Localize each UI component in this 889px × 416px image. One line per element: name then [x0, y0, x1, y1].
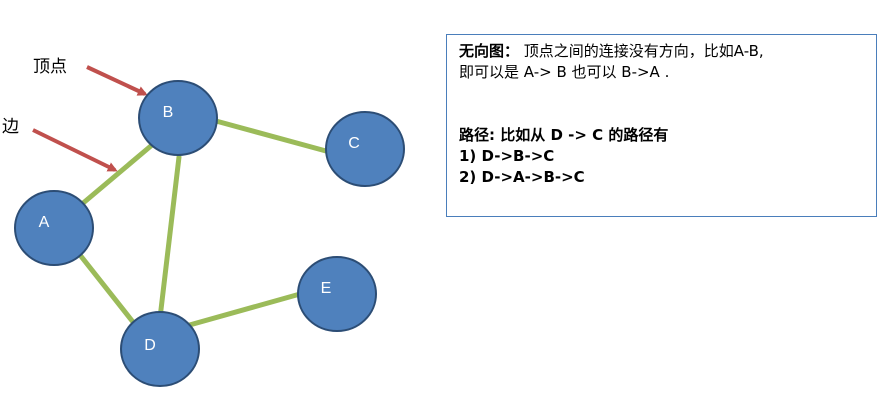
undirected-line: 无向图： 顶点之间的连接没有方向，比如A-B,: [459, 41, 864, 62]
vertex-label: 顶点: [33, 57, 67, 77]
edge-a-b: [79, 142, 155, 207]
node-d: D: [120, 311, 200, 387]
info-box: 无向图： 顶点之间的连接没有方向，比如A-B, 即可以是 A-> B 也可以 B…: [446, 34, 877, 217]
edge-pointer-arrow: [32, 128, 118, 172]
vertex-pointer-arrow: [86, 65, 148, 96]
path-example-1: 1) D->B->C: [459, 147, 555, 165]
edge-d-e: [183, 291, 303, 329]
path-line: 路径: 比如从 D -> C 的路径有: [459, 125, 864, 146]
path-description: 比如从 D -> C 的路径有: [500, 126, 669, 144]
undirected-description-2: 即可以是 A-> B 也可以 B->A .: [459, 63, 670, 81]
edge-label: 边: [2, 117, 19, 137]
node-e-label: E: [321, 280, 332, 297]
node-b-label: B: [163, 104, 174, 121]
undirected-term: 无向图：: [459, 42, 520, 60]
node-a: A: [14, 190, 94, 266]
node-d-label: D: [144, 337, 156, 354]
undirected-description: 顶点之间的连接没有方向，比如A-B,: [523, 42, 764, 60]
node-e: E: [297, 256, 377, 332]
node-c-label: C: [348, 135, 360, 152]
edge-b-d: [157, 154, 182, 321]
node-b: B: [138, 80, 218, 156]
node-c: C: [325, 111, 405, 187]
edge-a-d: [77, 252, 136, 325]
path-term: 路径:: [459, 126, 495, 144]
path-example-2: 2) D->A->B->C: [459, 168, 585, 186]
node-a-label: A: [39, 214, 50, 231]
edge-b-c: [213, 118, 329, 154]
